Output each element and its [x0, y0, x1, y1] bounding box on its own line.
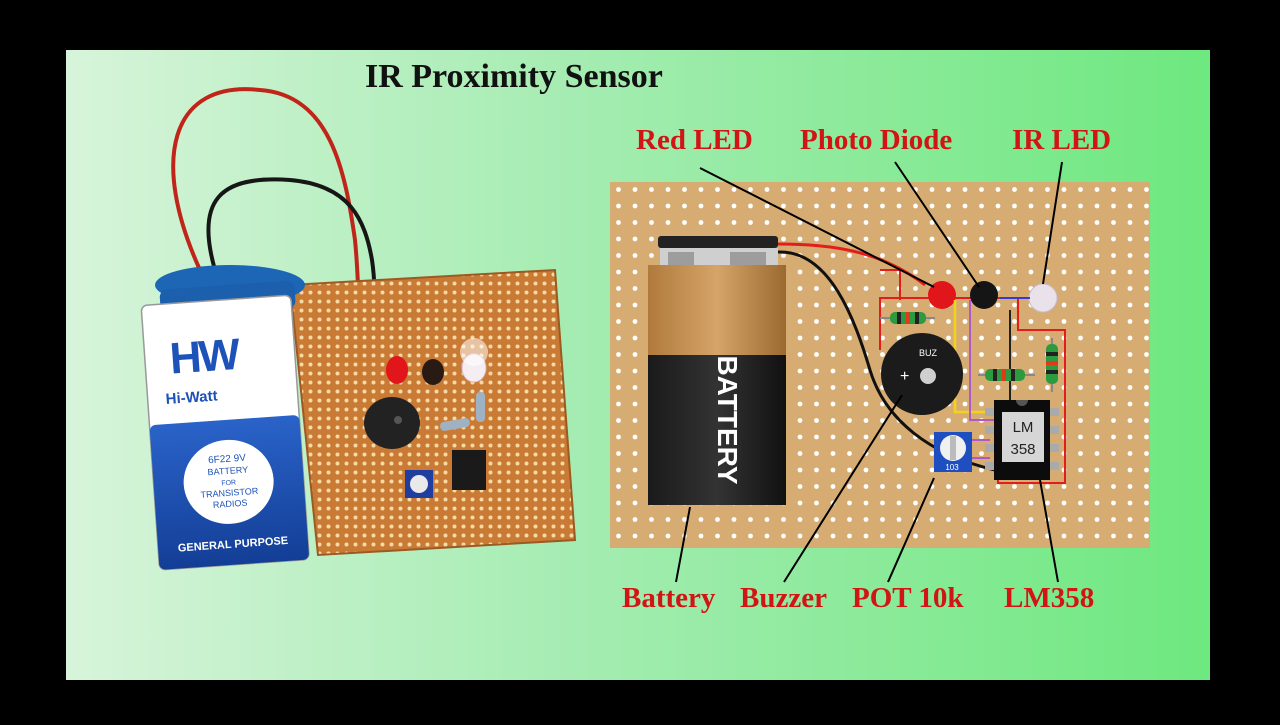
page-title: IR Proximity Sensor: [365, 58, 663, 95]
svg-text:RADIOS: RADIOS: [213, 498, 248, 510]
photo-photodiode: [422, 359, 444, 385]
circuit-photo: HW Hi-Watt 6F22 9V BATTERY FOR TRANSISTO…: [140, 87, 577, 571]
svg-text:LM: LM: [1013, 419, 1034, 436]
svg-text:358: 358: [1010, 441, 1035, 458]
label-red-led: Red LED: [636, 124, 753, 156]
diagram-buzzer: BUZ +: [881, 333, 963, 415]
photo-ic: [452, 450, 486, 490]
diagram-battery: BATTERY: [648, 236, 786, 505]
photo-buzzer: [364, 397, 420, 449]
hw-logo: HW: [168, 330, 242, 384]
svg-text:BUZ: BUZ: [919, 348, 938, 358]
diagram-red-led: [928, 281, 956, 309]
label-buzzer: Buzzer: [740, 582, 827, 614]
photo-battery: HW Hi-Watt 6F22 9V BATTERY FOR TRANSISTO…: [140, 294, 310, 571]
circuit-diagram: BATTERY: [610, 161, 1150, 583]
diagram-ic-lm358: LM 358: [985, 400, 1059, 480]
label-lm358: LM358: [1004, 582, 1095, 614]
svg-text:BATTERY: BATTERY: [207, 464, 248, 477]
svg-text:6F22 9V: 6F22 9V: [208, 453, 247, 467]
svg-text:103: 103: [945, 463, 959, 472]
svg-text:FOR: FOR: [221, 479, 236, 487]
photo-red-led: [386, 356, 408, 384]
label-ir-led: IR LED: [1012, 124, 1112, 156]
photo-perfboard: [288, 268, 577, 557]
diagram-photodiode: [970, 281, 998, 309]
diagram-pot: 103: [934, 432, 972, 472]
battery-text: BATTERY: [712, 355, 743, 484]
label-pot: POT 10k: [852, 582, 964, 614]
label-battery: Battery: [622, 582, 716, 614]
label-photo-diode: Photo Diode: [800, 124, 953, 156]
hw-brand-name: Hi-Watt: [165, 387, 218, 408]
svg-text:+: +: [900, 368, 909, 385]
diagram-ir-led: [1028, 283, 1058, 313]
svg-text:TRANSISTOR: TRANSISTOR: [200, 486, 259, 500]
